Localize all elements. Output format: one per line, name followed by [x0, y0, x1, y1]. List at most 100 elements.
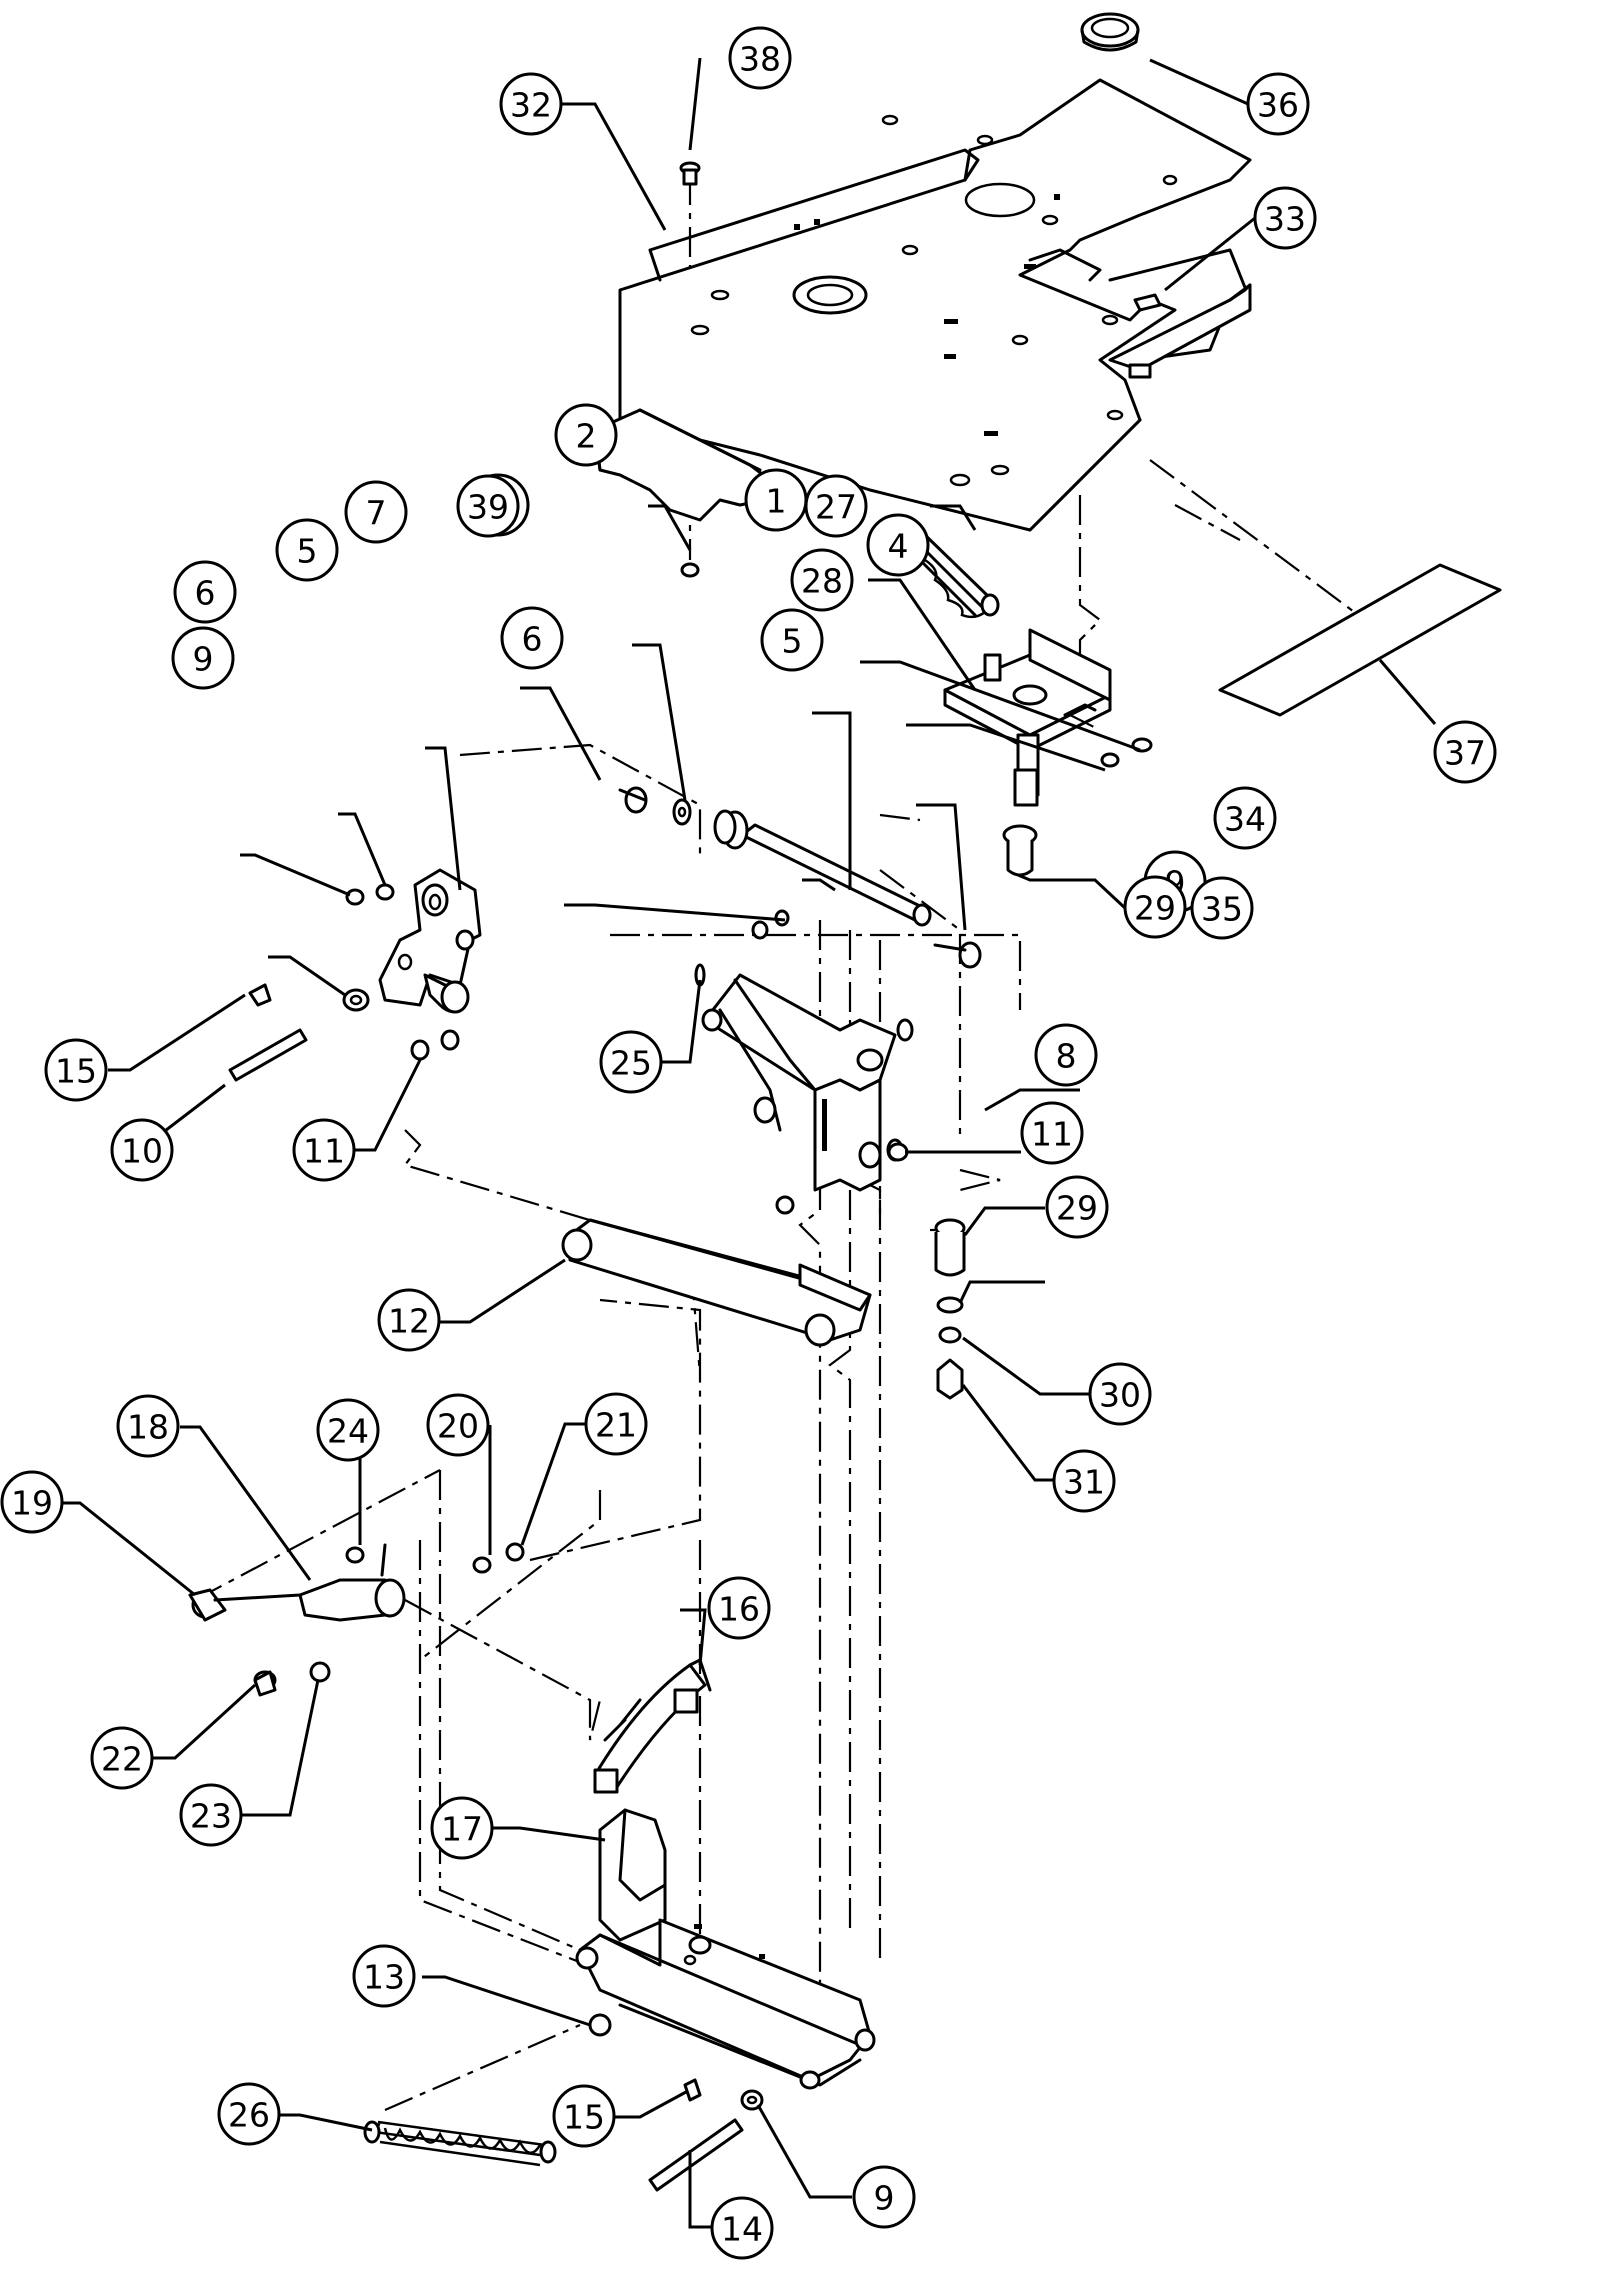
callout-label: 37 — [1444, 734, 1486, 773]
callout-label: 18 — [127, 1408, 169, 1447]
callout-label: 27 — [815, 488, 857, 527]
callout-label: 26 — [228, 2096, 270, 2135]
callout-35: 35 — [1190, 876, 1254, 940]
callout-circle — [1253, 186, 1317, 250]
callout-label: 11 — [1031, 1115, 1073, 1154]
callout-circle — [852, 2165, 916, 2229]
callout-circle — [173, 560, 237, 624]
callout-label: 10 — [121, 1132, 163, 1171]
callout-32: 32 — [499, 72, 563, 136]
callout-label: 16 — [718, 1590, 760, 1629]
callout-label: 15 — [55, 1052, 97, 1091]
callout-14: 14 — [710, 2196, 774, 2260]
callout-circle — [866, 513, 930, 577]
callout-circle — [1052, 1449, 1116, 1513]
callout-6: 6 — [173, 560, 237, 624]
callout-label: 33 — [1264, 200, 1306, 239]
callout-18: 18 — [116, 1394, 180, 1458]
left-pivot-bracket — [345, 868, 482, 1061]
callout-24: 24 — [316, 1398, 380, 1462]
callout-label: 29 — [1056, 1189, 1098, 1228]
callout-25: 25 — [599, 1030, 663, 1094]
callout-circle — [217, 2082, 281, 2146]
callout-circle — [1433, 720, 1497, 784]
central-frame — [694, 963, 914, 1215]
callout-16: 16 — [707, 1576, 771, 1640]
callout-circle — [0, 1470, 64, 1534]
extension-spring-large — [363, 2120, 557, 2167]
callout-circle — [1246, 72, 1310, 136]
callout-15: 15 — [44, 1038, 108, 1102]
pedal-frame — [575, 1918, 876, 2090]
foot-strap — [593, 1658, 712, 1794]
callout-label: 21 — [595, 1406, 637, 1445]
callout-label: 32 — [510, 86, 552, 125]
callout-circle — [116, 1394, 180, 1458]
callout-circle — [377, 1288, 441, 1352]
callout-10: 10 — [110, 1118, 174, 1182]
callout-12: 12 — [377, 1288, 441, 1352]
callout-label: 36 — [1257, 86, 1299, 125]
callout-circle — [499, 72, 563, 136]
damper-actuator — [188, 1543, 406, 1697]
callout-23: 23 — [179, 1783, 243, 1847]
callout-label: 35 — [1201, 890, 1243, 929]
callout-26: 26 — [217, 2082, 281, 2146]
callout-1: 1 — [744, 468, 808, 532]
callout-label: 7 — [366, 494, 387, 533]
callout-label: 34 — [1224, 800, 1266, 839]
callout-29: 29 — [1045, 1175, 1109, 1239]
callout-circle — [344, 480, 408, 544]
callout-circle — [728, 26, 792, 90]
callout-30: 30 — [1088, 1362, 1152, 1426]
callout-circle — [790, 548, 854, 612]
pedal-bar — [561, 1218, 872, 1347]
callout-circle — [760, 608, 824, 672]
callout-circle — [292, 1118, 356, 1182]
callout-label: 19 — [11, 1484, 53, 1523]
lower-bushing-stack — [934, 1218, 966, 1400]
callout-circle — [710, 2196, 774, 2260]
callout-label: 31 — [1063, 1463, 1105, 1502]
callout-4: 4 — [866, 513, 930, 577]
callout-37: 37 — [1433, 720, 1497, 784]
callout-circle — [707, 1576, 771, 1640]
upper-bushing — [1002, 824, 1038, 877]
bottom-pin-set — [648, 2078, 764, 2192]
callout-label: 39 — [467, 488, 509, 527]
callout-label: 5 — [297, 532, 318, 571]
callout-13: 13 — [352, 1944, 416, 2008]
callout-label: 24 — [327, 1412, 369, 1451]
callout-21: 21 — [584, 1392, 648, 1456]
callout-label: 20 — [437, 1407, 479, 1446]
callout-circle — [110, 1118, 174, 1182]
callout-label: 4 — [888, 527, 909, 566]
callout-31: 31 — [1052, 1449, 1116, 1513]
adhesive-strip — [1218, 563, 1502, 717]
callout-6: 6 — [500, 606, 564, 670]
callout-label: 8 — [1056, 1037, 1077, 1076]
pivot-bracket — [943, 628, 1112, 807]
callout-8: 8 — [1034, 1023, 1098, 1087]
callout-label: 9 — [193, 640, 214, 679]
callout-38: 38 — [728, 26, 792, 90]
callout-20: 20 — [426, 1393, 490, 1457]
plate-cover-bracket — [593, 408, 772, 578]
callout-7: 7 — [344, 480, 408, 544]
callout-circle — [500, 606, 564, 670]
callout-label: 11 — [303, 1132, 345, 1171]
callout-17: 17 — [430, 1796, 494, 1860]
callout-circle — [552, 2084, 616, 2148]
callout-circle — [554, 403, 618, 467]
callout-label: 29 — [1134, 889, 1176, 928]
callout-11: 11 — [292, 1118, 356, 1182]
callout-label: 6 — [195, 574, 216, 613]
callout-9: 9 — [852, 2165, 916, 2229]
top-screw — [679, 161, 701, 186]
callout-circle — [430, 1796, 494, 1860]
callout-label: 1 — [766, 482, 787, 521]
callout-label: 38 — [739, 40, 781, 79]
heel-cup — [598, 1808, 667, 1942]
callout-circle — [352, 1944, 416, 2008]
grommet — [1080, 12, 1140, 52]
